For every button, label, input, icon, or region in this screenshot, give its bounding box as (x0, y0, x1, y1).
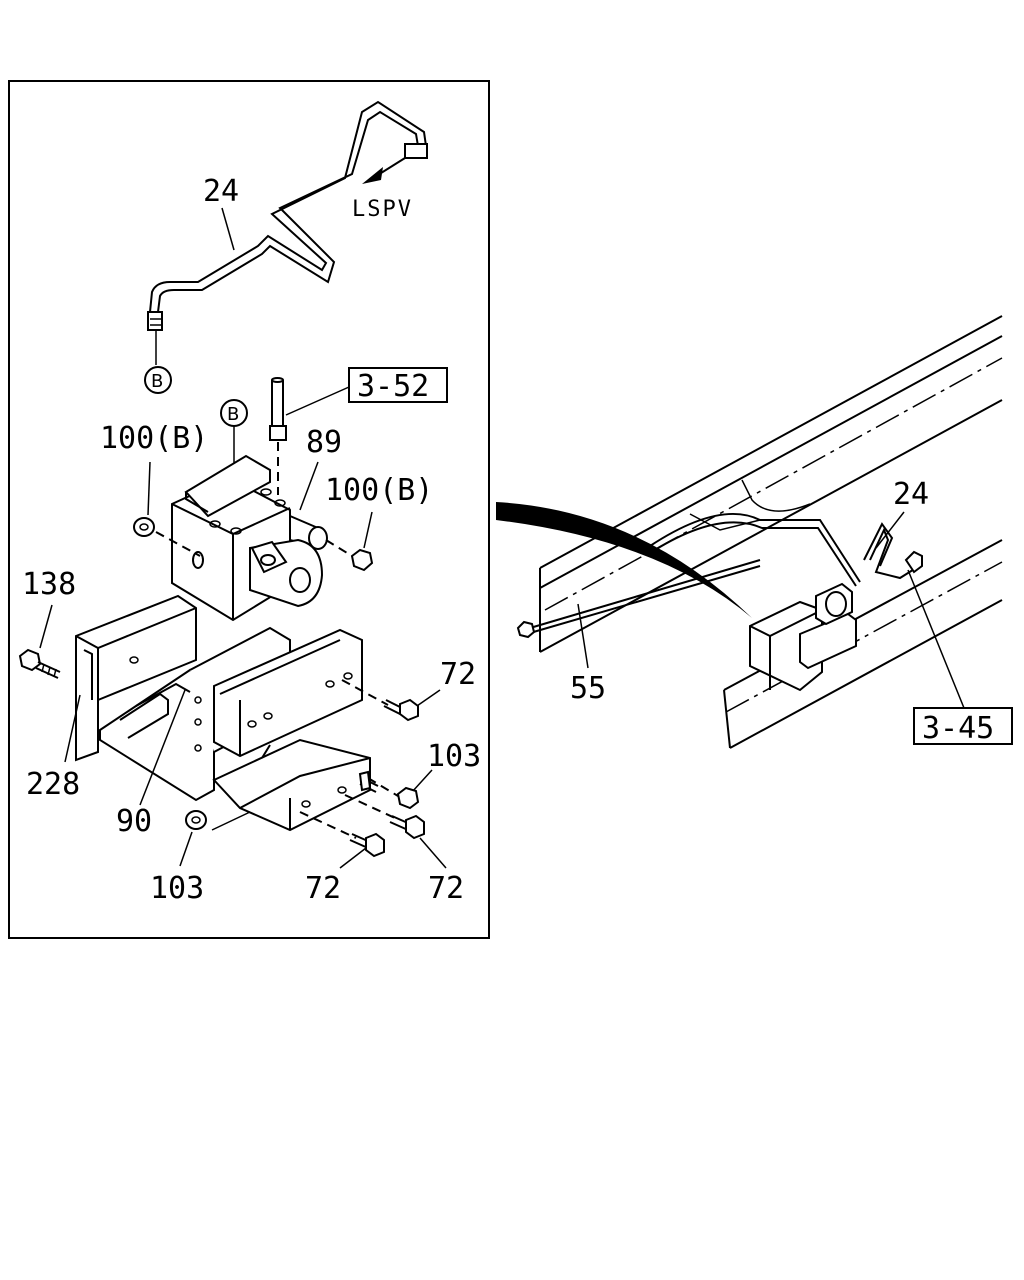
hydraulic-unit (171, 454, 328, 622)
svg-text:3-52: 3-52 (357, 369, 429, 404)
svg-text:B: B (227, 404, 239, 425)
lspv-arrow (362, 157, 406, 184)
lspv-label: LSPV (352, 197, 413, 222)
label-24-frame: 24 (893, 477, 929, 512)
svg-text:3-45: 3-45 (922, 711, 994, 746)
brake-pipe-24 (147, 100, 428, 331)
label-103-left: 103 (150, 871, 204, 906)
ref-box-3-52: 3-52 (285, 367, 448, 416)
nut-103-left (185, 810, 207, 830)
label-103-right: 103 (427, 739, 481, 774)
svg-text:B: B (151, 371, 163, 392)
bracket-90 (99, 626, 371, 832)
label-100b-left: 100(B) (100, 421, 208, 456)
bolt-72-lower-right (389, 814, 425, 840)
pointer-arrow (496, 502, 752, 618)
bolt-72-mid (349, 832, 385, 858)
nut-100b-right (350, 548, 374, 572)
label-138: 138 (22, 567, 76, 602)
label-55: 55 (570, 671, 606, 706)
label-90: 90 (116, 804, 152, 839)
cover-228 (75, 594, 197, 762)
harness-55 (516, 559, 761, 639)
label-89: 89 (306, 425, 342, 460)
ref-box-3-45: 3-45 (907, 569, 1013, 746)
detail-frame (8, 80, 490, 939)
nut-103-right (396, 786, 420, 810)
stud-bolt (358, 770, 379, 793)
label-100b-right: 100(B) (325, 473, 433, 508)
label-24: 24 (203, 174, 239, 209)
circle-b-pipe: B (144, 330, 172, 394)
bolt-72-upper (383, 698, 419, 722)
bolt-138 (18, 648, 61, 679)
frame-pipe-24 (863, 522, 923, 580)
label-228: 228 (26, 767, 80, 802)
connector-pipe-89 (269, 377, 287, 495)
frame-unit (649, 513, 861, 692)
label-72-upper: 72 (440, 657, 476, 692)
label-72-lower-right: 72 (428, 871, 464, 906)
nut-100b-left (133, 517, 155, 537)
label-72-mid: 72 (305, 871, 341, 906)
